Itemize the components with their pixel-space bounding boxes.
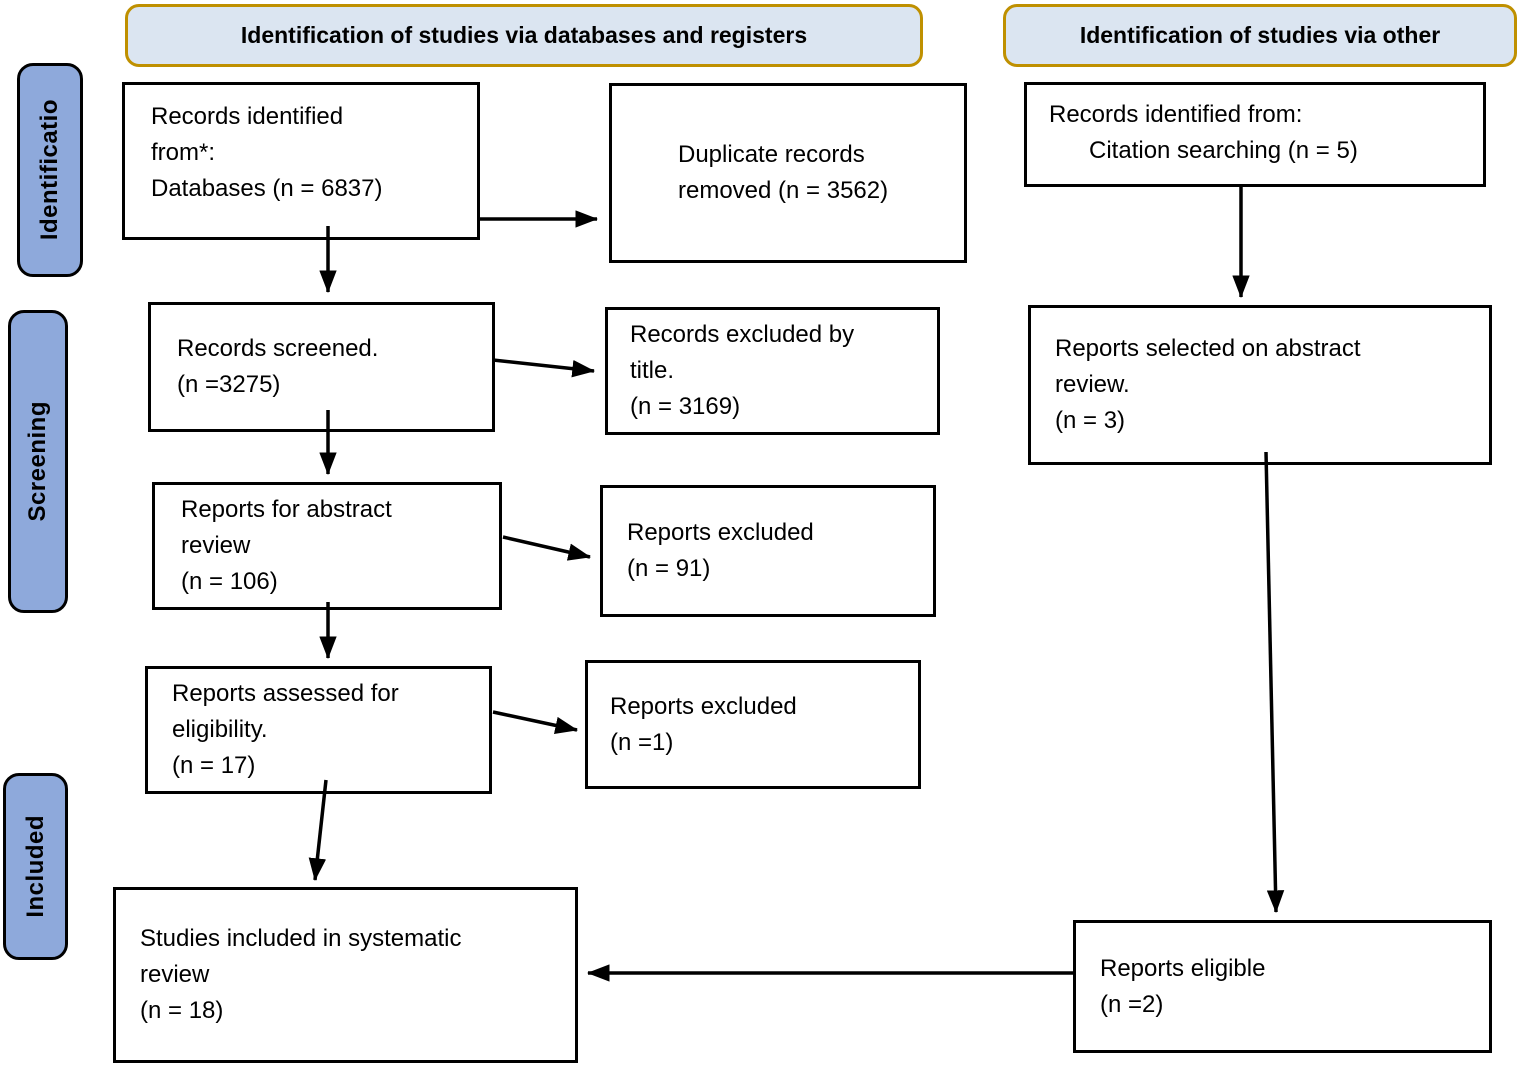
- box-citation-searching: Records identified from: Citation search…: [1024, 82, 1486, 187]
- arrow-abstract-to-excluded-91: [502, 535, 592, 561]
- arrow-assessed-to-included: [308, 779, 328, 882]
- box-reports-for-abstract-review: Reports for abstract review (n = 106): [152, 482, 502, 610]
- header-databases-registers: Identification of studies via databases …: [125, 4, 923, 67]
- box-reports-excluded-91: Reports excluded (n = 91): [600, 485, 936, 617]
- box-records-identified: Records identified from*: Databases (n =…: [122, 82, 480, 240]
- stage-label-identification-text: Identificatio: [36, 99, 63, 241]
- box-duplicates-removed: Duplicate records removed (n = 3562): [609, 83, 967, 263]
- header-other-methods-label: Identification of studies via other: [1079, 21, 1441, 48]
- stage-label-screening-text: Screening: [24, 401, 51, 522]
- arrow-screened-to-excluded-title: [492, 358, 596, 378]
- stage-label-screening: Screening: [8, 310, 68, 613]
- stage-label-identification: Identificatio: [17, 63, 83, 277]
- box-reports-eligible: Reports eligible (n =2): [1073, 920, 1492, 1053]
- box-reports-selected-abstract: Reports selected on abstract review. (n …: [1028, 305, 1492, 465]
- arrow-selected-to-eligible: [1264, 451, 1285, 914]
- stage-label-included: Included: [3, 773, 68, 960]
- header-databases-registers-label: Identification of studies via databases …: [240, 21, 808, 48]
- box-reports-excluded-1: Reports excluded (n =1): [585, 660, 921, 789]
- box-records-screened: Records screened. (n =3275): [148, 302, 495, 432]
- arrow-assessed-to-excluded-1: [492, 710, 579, 735]
- box-studies-included: Studies included in systematic review (n…: [113, 887, 578, 1063]
- box-reports-assessed-eligibility: Reports assessed for eligibility. (n = 1…: [145, 666, 492, 794]
- stage-label-included-text: Included: [21, 815, 49, 918]
- box-records-excluded-by-title: Records excluded by title. (n = 3169): [605, 307, 940, 435]
- header-other-methods: Identification of studies via other: [1003, 4, 1517, 67]
